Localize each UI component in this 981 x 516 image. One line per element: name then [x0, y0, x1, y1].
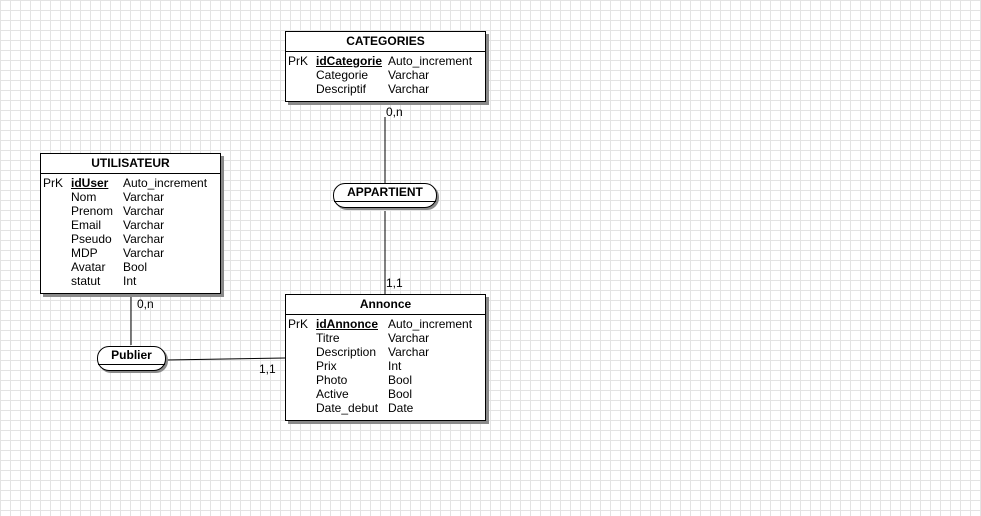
entity-annonce[interactable]: Annonce PrK idAnnonce Auto_increment Tit…: [285, 294, 486, 421]
entity-categories[interactable]: CATEGORIES PrK idCategorie Auto_incremen…: [285, 31, 486, 102]
cardinality-categories-appartient: 0,n: [386, 105, 403, 119]
entity-title: UTILISATEUR: [41, 154, 220, 174]
attribute-type: Varchar: [388, 82, 430, 96]
attribute-row: Email Varchar: [41, 218, 220, 232]
attribute-row: PrK idUser Auto_increment: [41, 176, 220, 190]
attribute-name: Titre: [316, 331, 340, 345]
attribute-row: Prenom Varchar: [41, 204, 220, 218]
attribute-name: Active: [316, 387, 349, 401]
attribute-type: Auto_increment: [123, 176, 208, 190]
association-appartient[interactable]: APPARTIENT: [333, 183, 437, 208]
attribute-name: Pseudo: [71, 232, 112, 246]
attribute-type: Date: [388, 401, 414, 415]
entity-title: CATEGORIES: [286, 32, 485, 52]
attribute-type: Varchar: [123, 246, 165, 260]
attribute-row: MDP Varchar: [41, 246, 220, 260]
attribute-row: PrK idAnnonce Auto_increment: [286, 317, 485, 331]
attribute-row: Description Varchar: [286, 345, 485, 359]
attribute-type: Bool: [123, 260, 148, 274]
attribute-name: idAnnonce: [316, 317, 378, 331]
attribute-type: Varchar: [388, 68, 430, 82]
link-publier-annonce: [165, 357, 286, 361]
association-publier[interactable]: Publier: [97, 346, 166, 371]
association-label: Publier: [111, 348, 152, 362]
primary-key-marker: PrK: [288, 317, 309, 331]
association-divider: [98, 364, 165, 365]
attribute-name: Categorie: [316, 68, 369, 82]
attribute-type: Varchar: [123, 218, 165, 232]
cardinality-annonce-publier: 1,1: [259, 362, 276, 376]
attribute-row: statut Int: [41, 274, 220, 288]
primary-key-marker: PrK: [288, 54, 309, 68]
cardinality-annonce-appartient: 1,1: [386, 276, 403, 290]
attribute-name: idCategorie: [316, 54, 383, 68]
attribute-row: Nom Varchar: [41, 190, 220, 204]
attribute-row: Date_debut Date: [286, 401, 485, 415]
attribute-name: Avatar: [71, 260, 106, 274]
attribute-type: Int: [388, 359, 402, 373]
attribute-type: Auto_increment: [388, 317, 473, 331]
attribute-name: Date_debut: [316, 401, 379, 415]
attribute-row: Active Bool: [286, 387, 485, 401]
attribute-type: Int: [123, 274, 137, 288]
attribute-type: Varchar: [123, 232, 165, 246]
attribute-row: Pseudo Varchar: [41, 232, 220, 246]
attribute-name: statut: [71, 274, 101, 288]
attribute-type: Auto_increment: [388, 54, 473, 68]
attribute-row: Avatar Bool: [41, 260, 220, 274]
attribute-row: Descriptif Varchar: [286, 82, 485, 96]
attribute-name: Email: [71, 218, 102, 232]
attribute-type: Varchar: [123, 204, 165, 218]
attribute-row: Categorie Varchar: [286, 68, 485, 82]
attribute-name: Prix: [316, 359, 337, 373]
attribute-type: Bool: [388, 387, 413, 401]
attribute-name: Photo: [316, 373, 348, 387]
cardinality-utilisateur-publier: 0,n: [137, 297, 154, 311]
primary-key-marker: PrK: [43, 176, 64, 190]
attribute-name: MDP: [71, 246, 98, 260]
association-label: APPARTIENT: [347, 185, 423, 199]
attribute-row: Titre Varchar: [286, 331, 485, 345]
attribute-name: Descriptif: [316, 82, 367, 96]
attribute-type: Varchar: [388, 345, 430, 359]
attribute-type: Varchar: [123, 190, 165, 204]
attribute-row: Photo Bool: [286, 373, 485, 387]
entity-utilisateur[interactable]: UTILISATEUR PrK idUser Auto_increment No…: [40, 153, 221, 294]
attribute-row: PrK idCategorie Auto_increment: [286, 54, 485, 68]
attribute-name: Prenom: [71, 204, 114, 218]
attribute-row: Prix Int: [286, 359, 485, 373]
entity-title: Annonce: [286, 295, 485, 315]
attribute-name: idUser: [71, 176, 109, 190]
attribute-type: Bool: [388, 373, 413, 387]
attribute-name: Nom: [71, 190, 97, 204]
attribute-type: Varchar: [388, 331, 430, 345]
attribute-name: Description: [316, 345, 377, 359]
association-divider: [334, 201, 436, 202]
